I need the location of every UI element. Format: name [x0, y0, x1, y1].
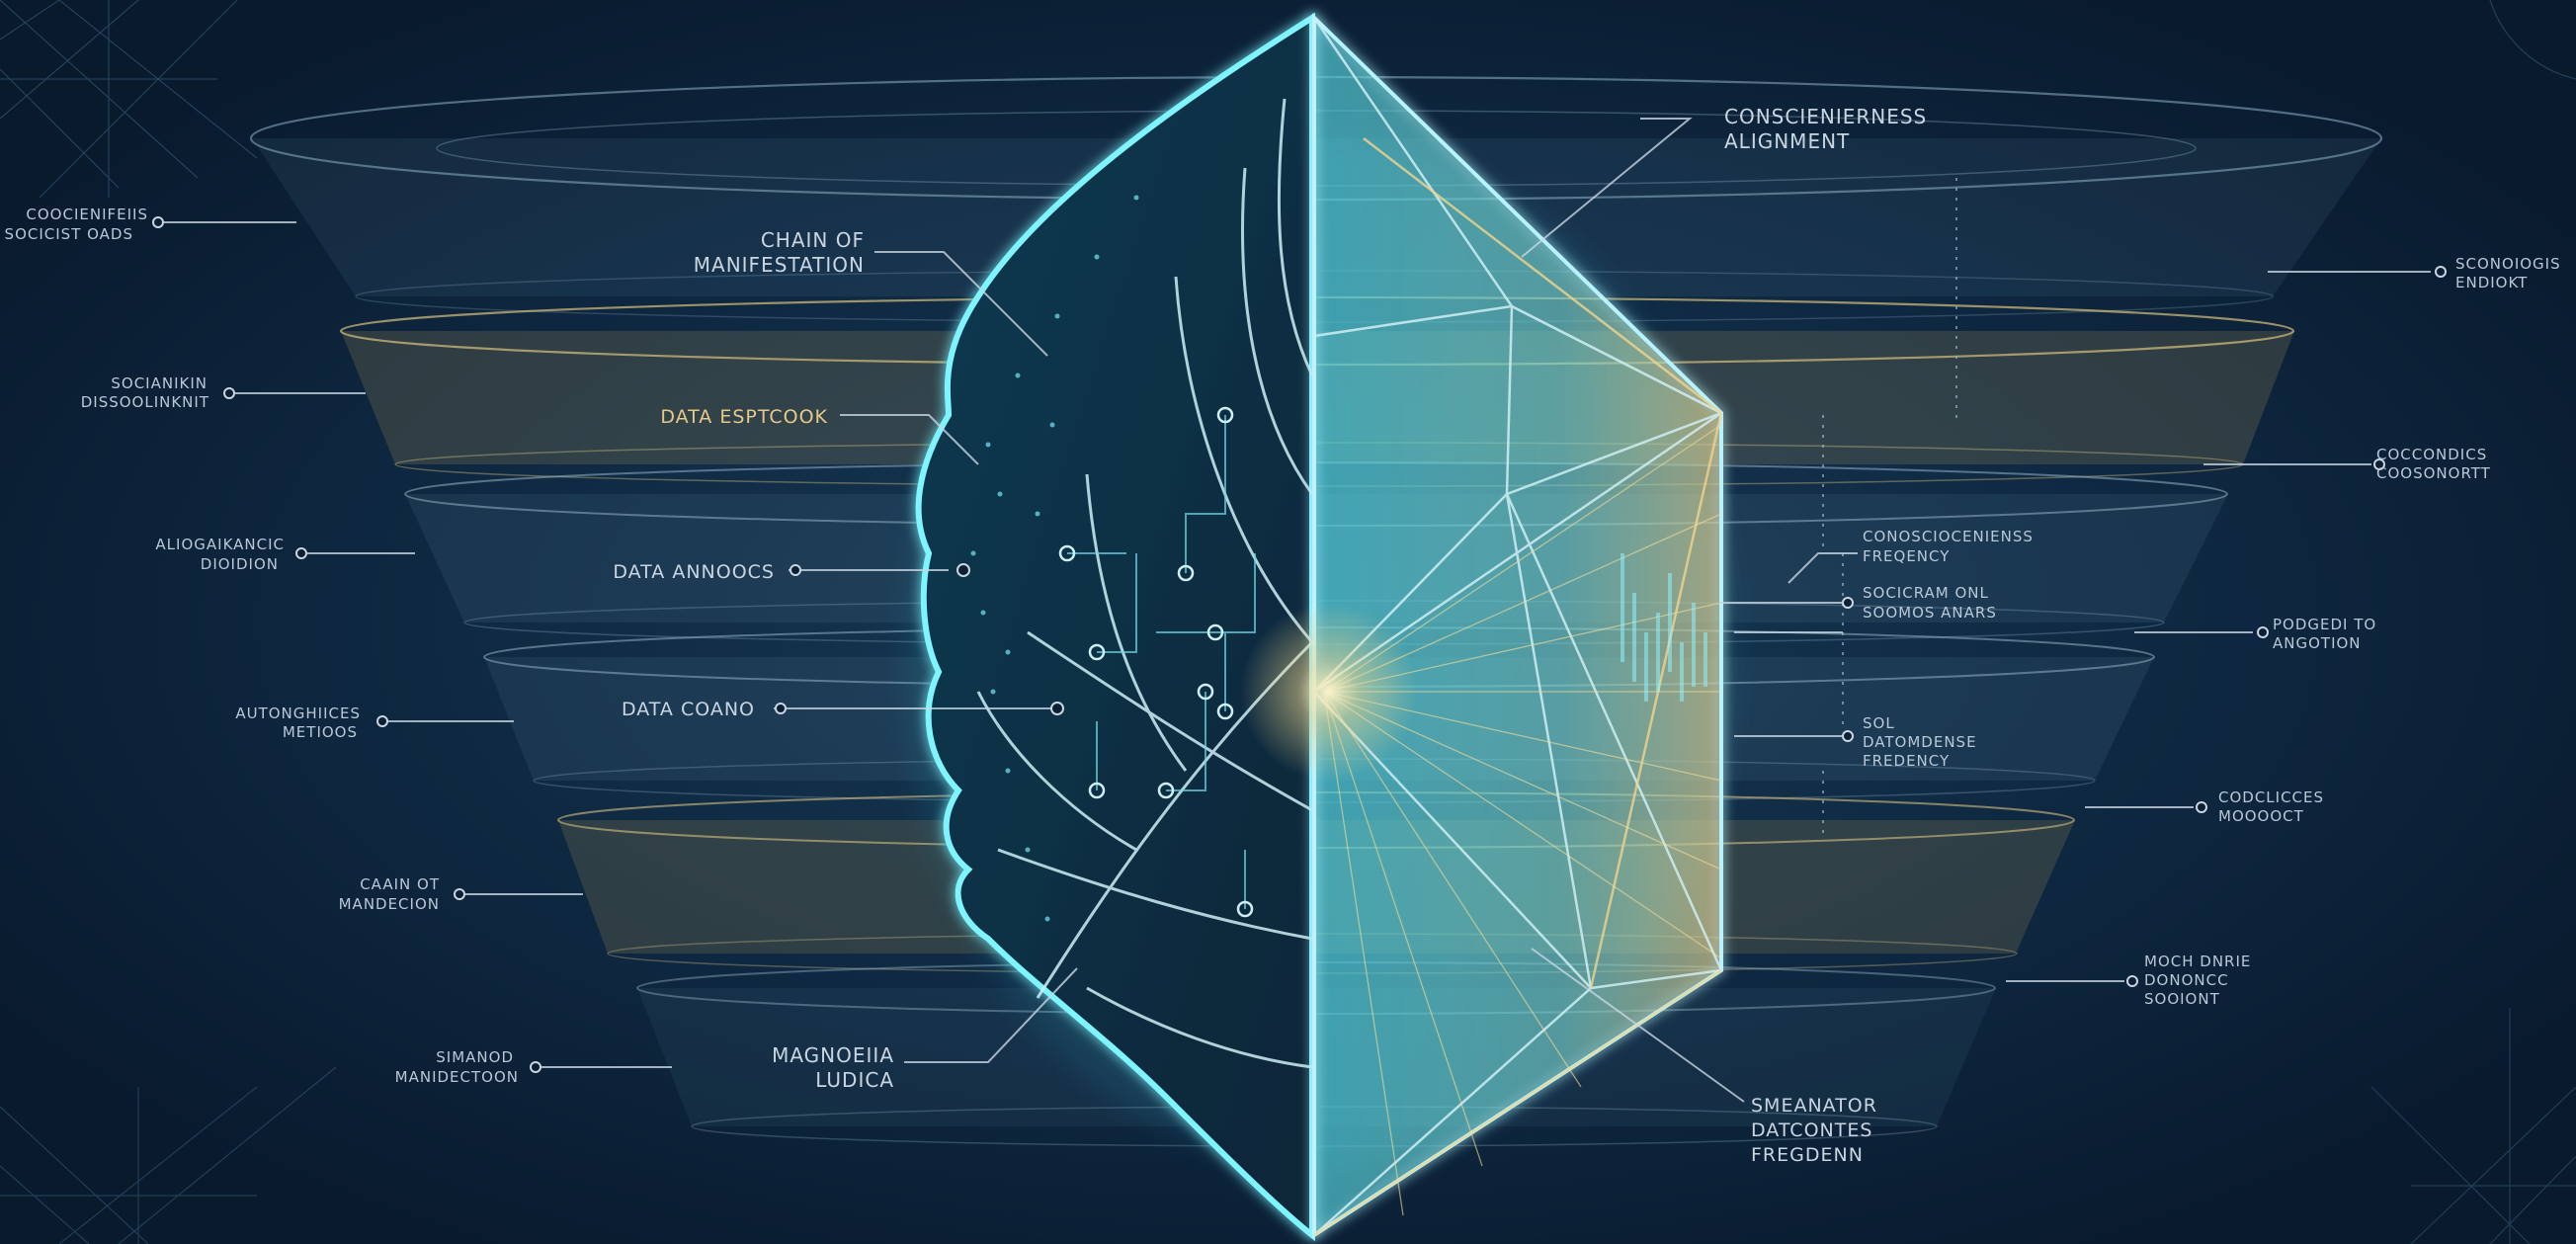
crystal-shape	[1240, 13, 1723, 1239]
left-label-1a: COOCIENIFEIIS	[26, 206, 148, 223]
corner-grid-bottom-right	[2370, 1008, 2576, 1244]
crystal-data-bars	[1620, 553, 1707, 702]
leaf-nodes	[1058, 406, 1254, 918]
connector-dots	[152, 216, 2447, 1073]
left-label-6b: MANIDECTOON	[395, 1068, 519, 1086]
left-label-4a: AUTONGHIICES	[235, 705, 361, 722]
label-magnoeiia-2: LUDICA	[815, 1068, 894, 1092]
left-side-labels: COOCIENIFEIIS SOCICIST OADS SOCIANIKIN D…	[5, 206, 519, 1086]
connector-lines	[163, 118, 2431, 1103]
label-chain-2: MANIFESTATION	[694, 253, 865, 277]
left-label-4b: METIOOS	[283, 723, 358, 741]
left-label-5b: MANDECION	[339, 895, 440, 913]
right-label-7b: MOOOOCT	[2218, 807, 2304, 825]
left-label-5a: CAAIN OT	[360, 875, 440, 893]
label-smeanator-1: SMEANATOR	[1751, 1095, 1877, 1117]
label-magnoeiia-1: MAGNOEIIA	[772, 1043, 894, 1067]
right-label-6b: DATOMDENSE	[1863, 733, 1977, 751]
right-dotted-lines	[1822, 178, 1957, 840]
left-label-1b: SOCICIST OADS	[5, 225, 133, 243]
right-label-3a: CONOSCIOCENIENSS	[1863, 528, 2034, 545]
leaf-speckle	[970, 195, 1139, 922]
left-label-3b: DIOIDION	[201, 555, 279, 573]
right-label-7a: CODCLICCES	[2218, 788, 2324, 806]
corner-arc-top-right	[2489, 0, 2576, 80]
label-smeanator-3: FREGDENN	[1751, 1144, 1864, 1166]
label-consc-alignment-1: CONSCIENIERNESS	[1724, 105, 1927, 128]
right-label-1a: SCONOIOGIS	[2455, 255, 2561, 273]
left-label-3a: ALIOGAIKANCIC	[155, 536, 285, 553]
label-consc-alignment-2: ALIGNMENT	[1724, 129, 1850, 153]
label-smeanator-2: DATCONTES	[1751, 1120, 1872, 1141]
label-chain-1: CHAIN OF	[761, 228, 865, 252]
corner-grid-bottom-left	[0, 1066, 337, 1244]
crystal-gold-edges	[1313, 137, 1723, 1237]
right-label-2b: COOSONORTT	[2376, 464, 2491, 482]
label-data-annoocs: DATA ANNOOCS	[613, 561, 775, 583]
right-side-labels: SCONOIOGIS ENDIOKT COCCONDICS COOSONORTT…	[1863, 255, 2561, 1008]
center-labels: CONSCIENIERNESS ALIGNMENT CHAIN OF MANIF…	[613, 105, 1927, 1166]
label-data-coano: DATA COANO	[622, 699, 755, 720]
leaf-shape	[915, 12, 1315, 1242]
right-label-3b: FREQENCY	[1863, 547, 1950, 565]
left-label-6a: SIMANOD	[436, 1048, 514, 1066]
right-label-1b: ENDIOKT	[2455, 274, 2528, 291]
right-label-5a: PODGEDI TO	[2273, 616, 2376, 633]
right-label-2a: COCCONDICS	[2376, 446, 2487, 463]
left-label-2a: SOCIANIKIN	[111, 374, 208, 392]
right-label-5b: ANGOTION	[2273, 634, 2362, 652]
left-label-2b: DISSOOLINKNIT	[81, 393, 209, 411]
right-label-6c: FREDENCY	[1863, 752, 1950, 770]
right-label-4b: SOOMOS ANARS	[1863, 604, 1997, 622]
right-label-8b: DONONCC	[2144, 971, 2229, 989]
corner-grid-top-left	[0, 0, 258, 199]
right-label-6a: SOL	[1863, 714, 1895, 732]
crystal-core	[1240, 603, 1418, 781]
right-label-4a: SOCICRAM ONL	[1863, 584, 1989, 602]
right-label-8c: SOOIONT	[2144, 990, 2220, 1008]
label-data-esptcook: DATA ESPTCOOK	[660, 406, 828, 428]
right-label-8a: MOCH DNRIE	[2144, 953, 2251, 970]
leaf-circuits	[1067, 415, 1256, 909]
leaf-veins	[976, 98, 1314, 1069]
